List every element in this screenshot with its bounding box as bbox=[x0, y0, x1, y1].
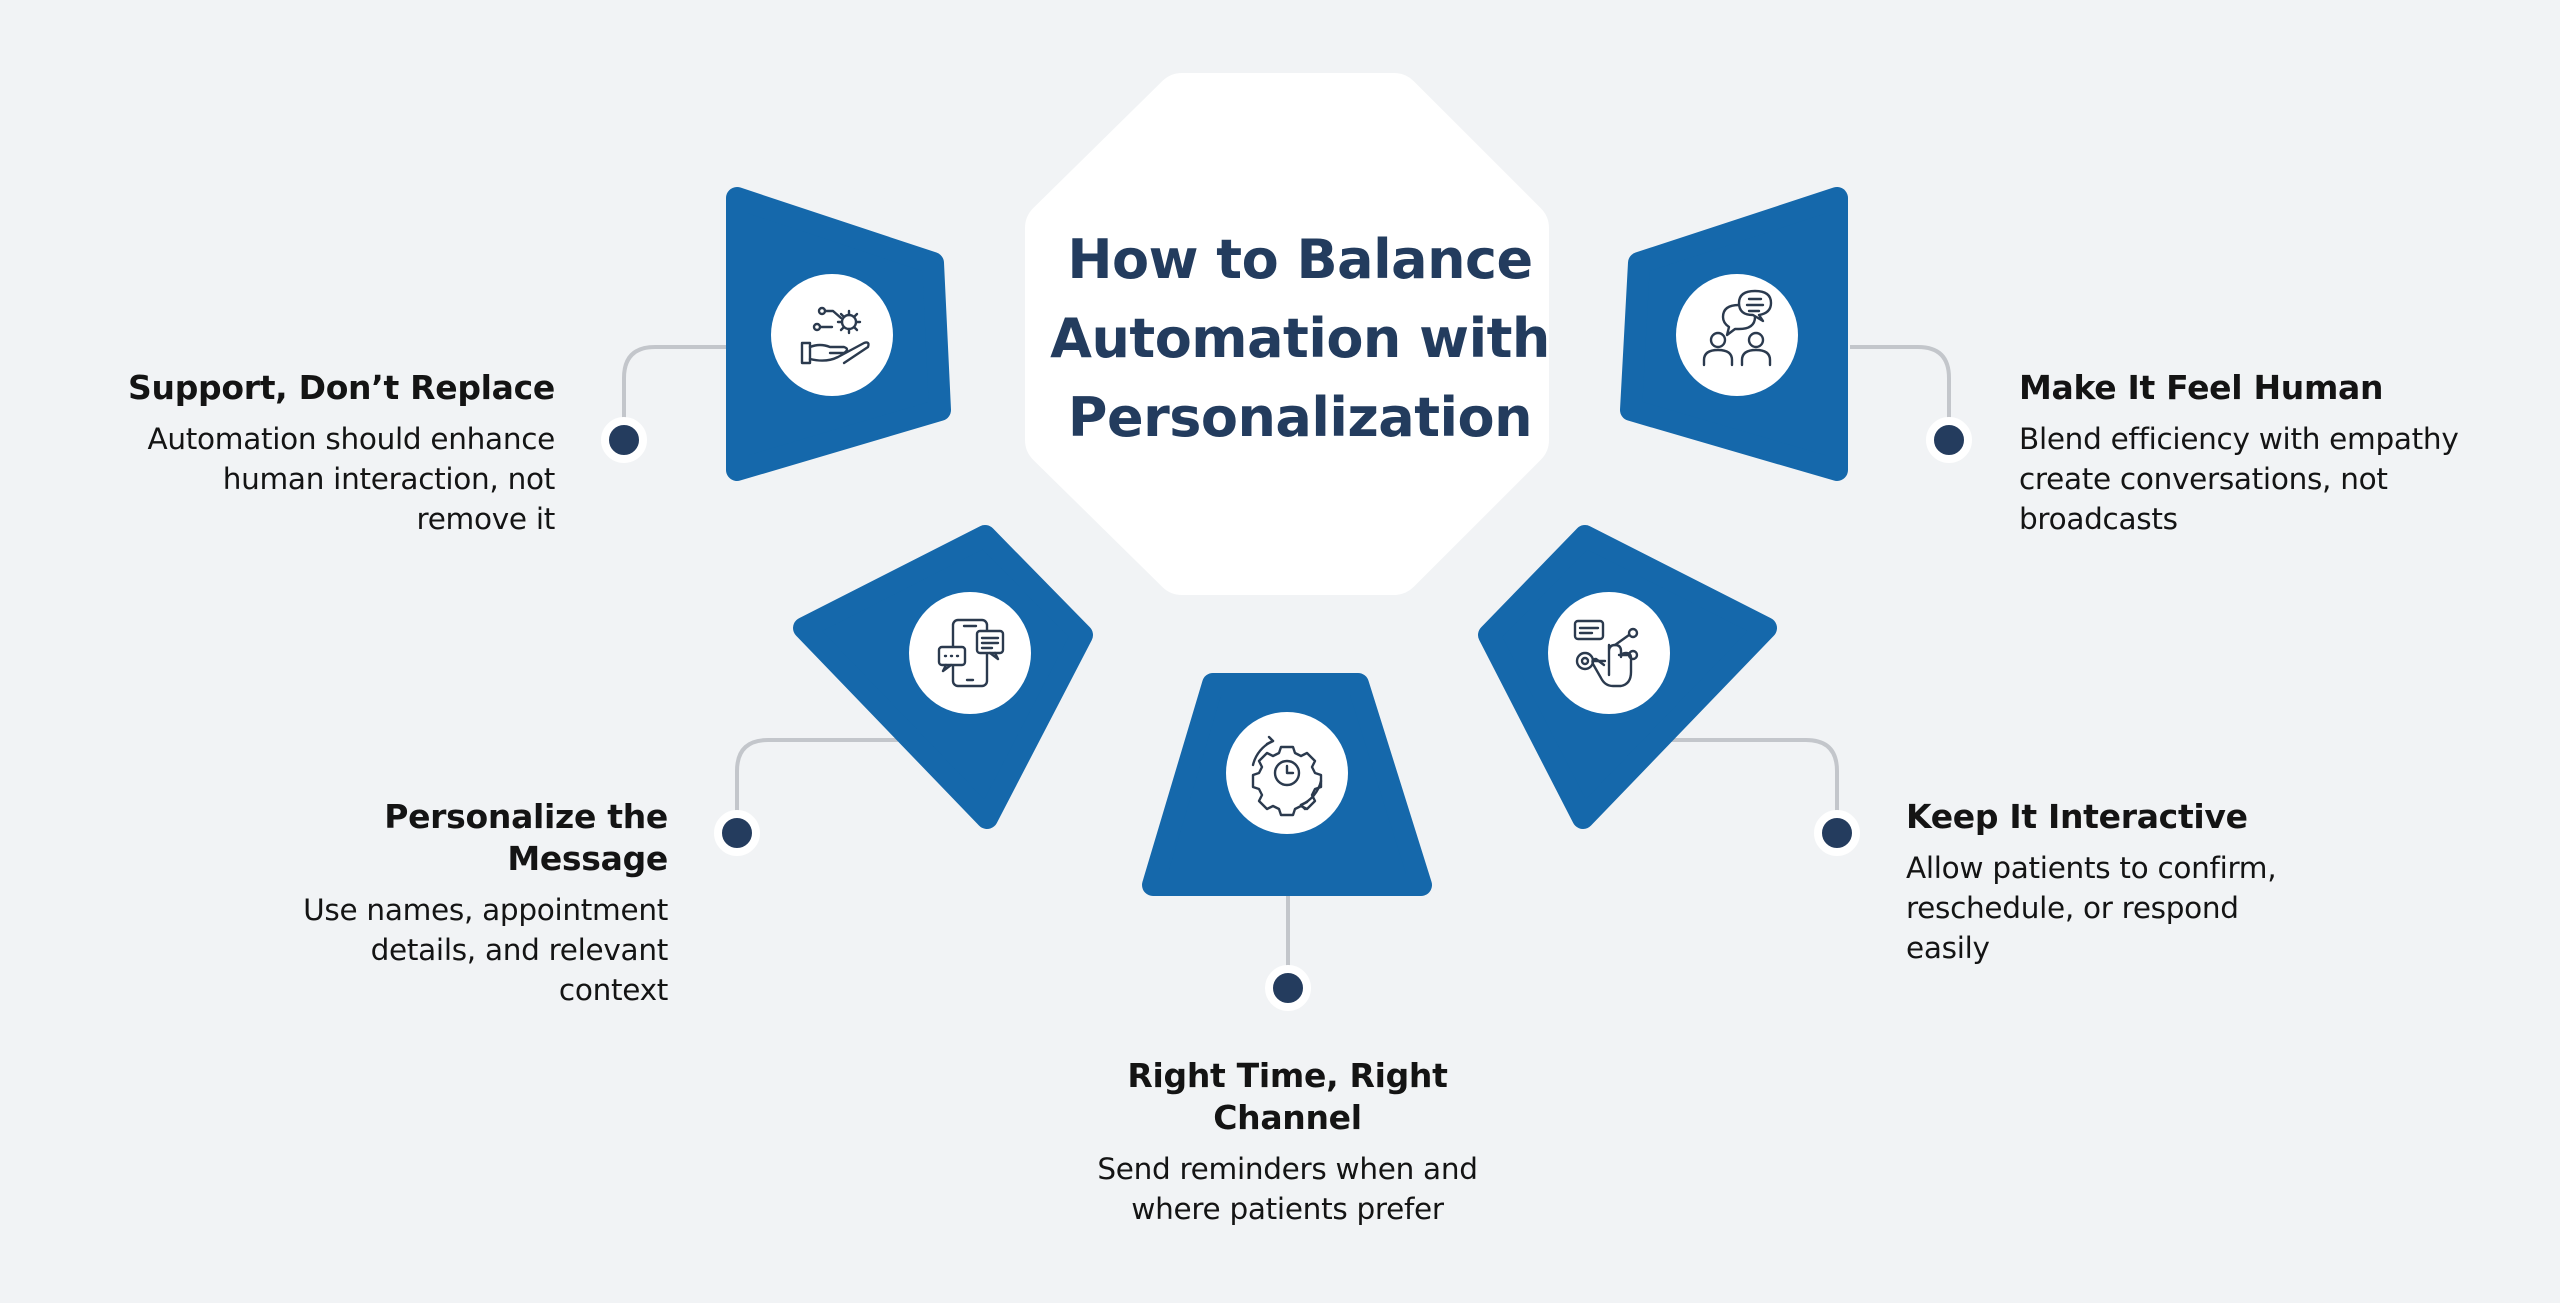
touch-network-icon bbox=[1573, 619, 1639, 688]
step-interactive-description: Allow patients to confirm, reschedule, o… bbox=[1906, 851, 2277, 965]
page-title: How to Balance Automation with Personali… bbox=[1025, 220, 1575, 457]
hand-gears-icon bbox=[800, 306, 870, 365]
title-line-3: Personalization bbox=[1067, 386, 1533, 449]
step-timing-heading: Right Time, Right Channel bbox=[1127, 1056, 1448, 1137]
step-personalize: Personalize the Message Use names, appoi… bbox=[270, 796, 668, 1010]
people-chat-icon bbox=[1702, 289, 1773, 367]
dot-personalize bbox=[714, 810, 760, 856]
connector-support bbox=[622, 345, 728, 440]
step-interactive-heading: Keep It Interactive bbox=[1906, 797, 2248, 836]
step-personalize-description: Use names, appointment details, and rele… bbox=[303, 893, 668, 1007]
step-timing-description: Send reminders when and where patients p… bbox=[1097, 1152, 1478, 1226]
step-timing: Right Time, Right Channel Send reminders… bbox=[1080, 1055, 1495, 1229]
step-interactive: Keep It Interactive Allow patients to co… bbox=[1906, 796, 2321, 968]
title-line-1: How to Balance bbox=[1067, 228, 1533, 291]
step-support-heading: Support, Don’t Replace bbox=[128, 368, 555, 407]
icon-disc-support bbox=[771, 274, 893, 396]
step-human-description: Blend efficiency with empathy create con… bbox=[2019, 422, 2459, 536]
step-personalize-heading: Personalize the Message bbox=[384, 797, 668, 878]
step-support: Support, Don’t Replace Automation should… bbox=[110, 367, 555, 539]
dot-timing bbox=[1265, 965, 1311, 1011]
icon-disc-personalize bbox=[909, 592, 1031, 714]
connector-personalize bbox=[735, 738, 898, 833]
dot-interactive bbox=[1814, 810, 1860, 856]
connector-interactive bbox=[1670, 738, 1839, 833]
dot-support bbox=[601, 417, 647, 463]
icon-disc-human bbox=[1676, 274, 1798, 396]
phone-chat-icon bbox=[937, 618, 1005, 688]
step-human-heading: Make It Feel Human bbox=[2019, 368, 2384, 407]
step-human: Make It Feel Human Blend efficiency with… bbox=[2019, 367, 2499, 539]
title-line-2: Automation with bbox=[1050, 307, 1550, 370]
title-octagon bbox=[1025, 73, 1549, 595]
gear-clock-icon bbox=[1251, 735, 1323, 817]
connector-human bbox=[1850, 345, 1951, 440]
step-support-description: Automation should enhance human interact… bbox=[147, 422, 556, 536]
dot-human bbox=[1926, 417, 1972, 463]
